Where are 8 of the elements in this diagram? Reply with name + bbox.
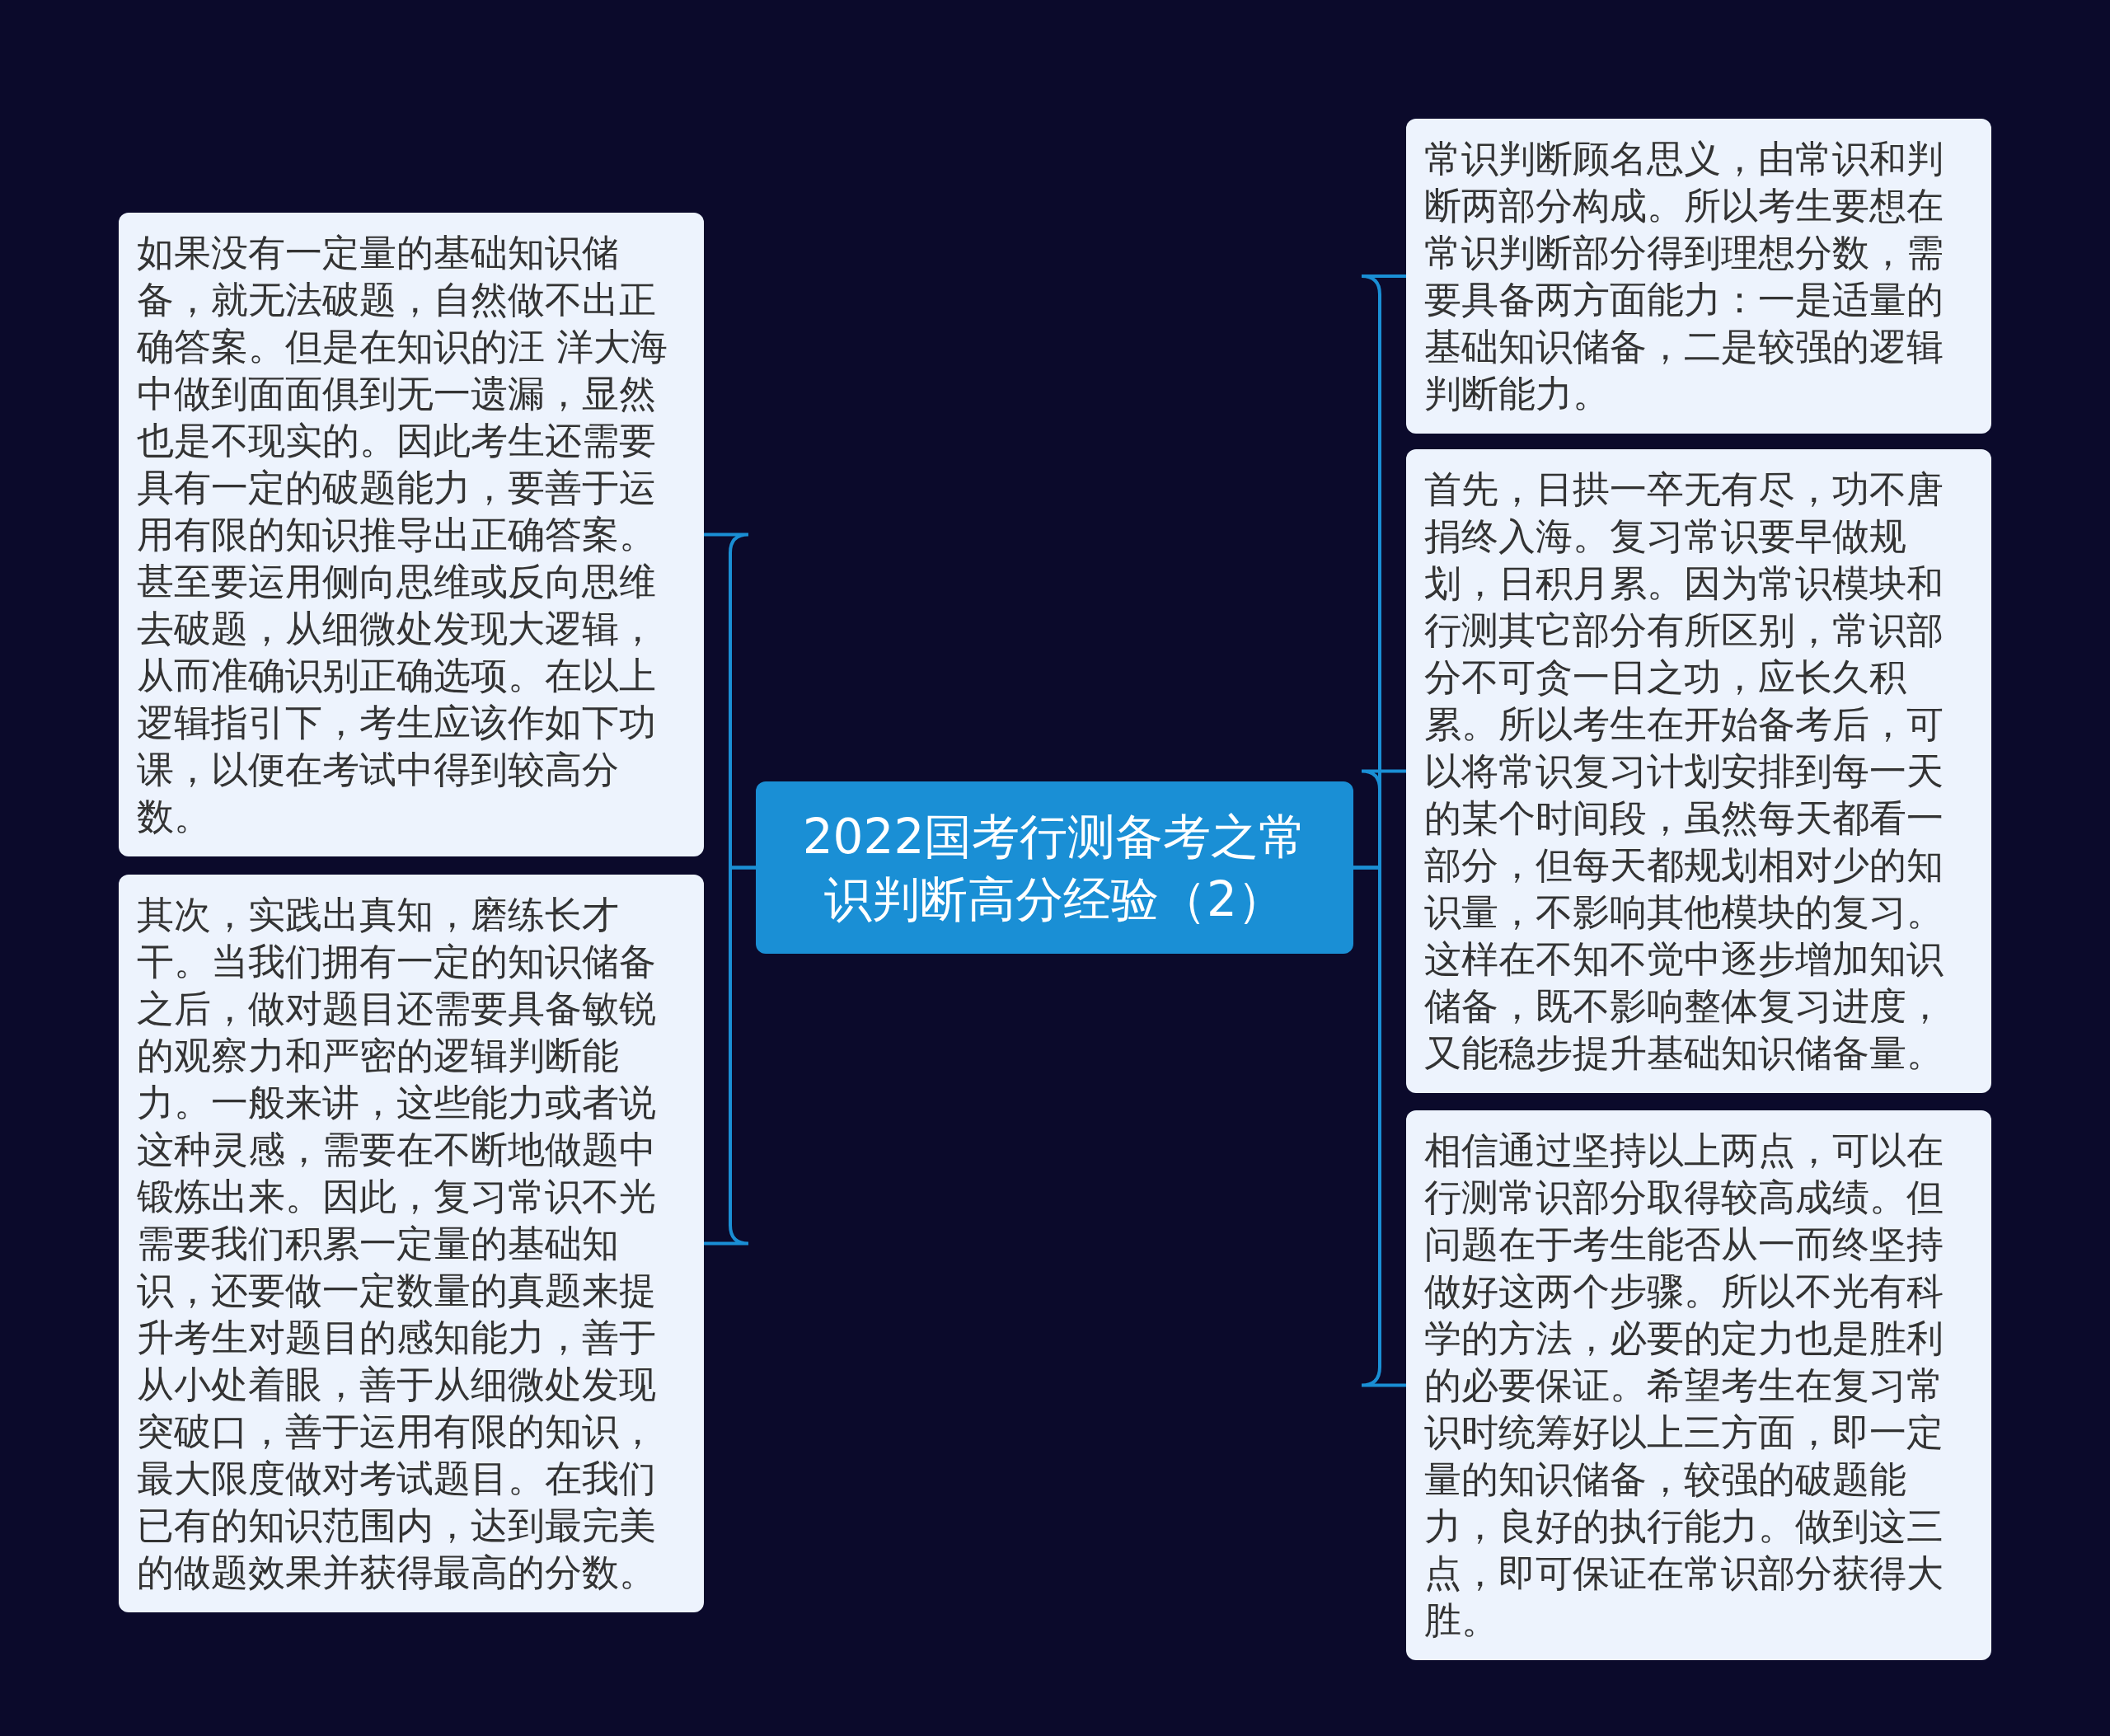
- text-card: 相信通过坚持以上两点，可以在行测常识部分取得较高成绩。但问题在于考生能否从一而终坚持做好这两个步骤。所以不光有科学的方法，必要的定力也是胜利的必要保证。希望考生在复习常识时统筹好以上三方面，即一定量的知识储备，较强的破题能力，良好的执行能力。做到这三点，即可保证在常识部分获得大胜。: [1406, 1110, 1991, 1660]
- text-card: 如果没有一定量的基础知识储备，就无法破题，自然做不出正确答案。但是在知识的汪 洋大海中做到面面俱到无一遗漏，显然也是不现实的。因此考生还需要具有一定的破题能力，要善于运用有限的知识推导出正确答案。甚至要运用侧向思维或反向思维去破题，从细微处发现大逻辑，从而准确识别正确选项。在以上逻辑指引下，考生应该作如下功课，以便在考试中得到较高分数。: [119, 213, 704, 856]
- text-card: 常识判断顾名思义，由常识和判断两部分构成。所以考生要想在常识判断部分得到理想分数，需要具备两方面能力：一是适量的基础知识储备，二是较强的逻辑判断能力。: [1406, 119, 1991, 434]
- text-card: 其次，实践出真知，磨练长才干。当我们拥有一定的知识储备之后，做对题目还需要具备敏锐的观察力和严密的逻辑判断能力。一般来讲，这些能力或者说这种灵感，需要在不断地做题中锻炼出来。因此，复习常识不光需要我们积累一定量的基础知识，还要做一定数量的真题来提升考生对题目的感知能力，善于从小处着眼，善于从细微处发现突破口，善于运用有限的知识，最大限度做对考试题目。在我们已有的知识范围内，达到最完美的做题效果并获得最高的分数。: [119, 875, 704, 1612]
- central-topic-box: 2022国考行测备考之常识判断高分经验（2）: [756, 781, 1353, 954]
- text-card: 首先，日拱一卒无有尽，功不唐捐终入海。复习常识要早做规划，日积月累。因为常识模块和行测其它部分有所区别，常识部分不可贪一日之功，应长久积累。所以考生在开始备考后，可以将常识复习计划安排到每一天的某个时间段，虽然每天都看一部分，但每天都规划相对少的知识量，不影响其他模块的复习。这样在不知不觉中逐步增加知识储备，既不影响整体复习进度，又能稳步提升基础知识储备量。: [1406, 449, 1991, 1093]
- connector-line: [1353, 866, 1406, 1387]
- connector-line: [704, 866, 756, 1246]
